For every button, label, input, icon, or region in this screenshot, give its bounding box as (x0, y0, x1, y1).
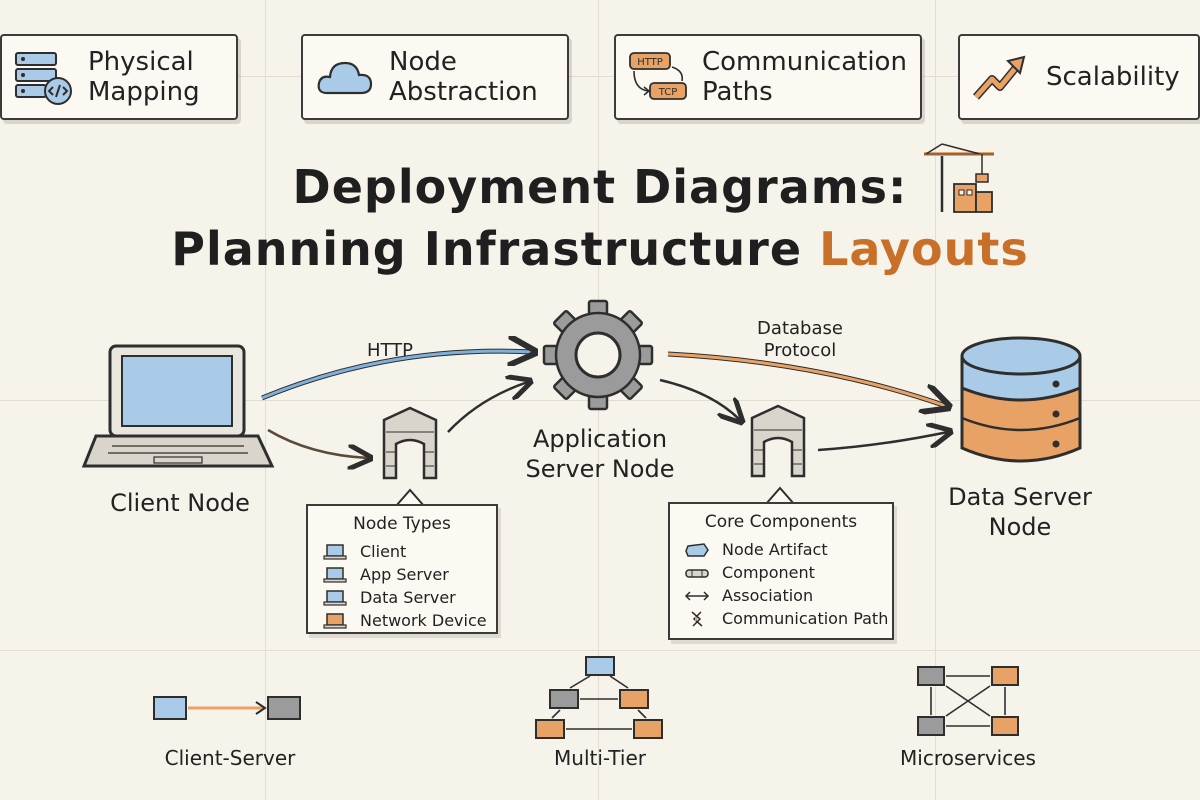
legend-label: Client (360, 542, 407, 561)
data-server-label-line2: Node (988, 513, 1052, 541)
association-icon (684, 590, 710, 601)
app-server-label-line2: Server Node (525, 455, 675, 483)
laptop-mini-icon (323, 612, 347, 629)
data-server-label-line1: Data Server (948, 483, 1092, 511)
guide-line-top (0, 76, 1200, 77)
tile-communication-paths: HTTP TCP Communication Paths (614, 34, 922, 120)
laptop-icon (81, 344, 275, 468)
http-tcp-icon: HTTP TCP (629, 52, 687, 100)
edge-firewall-db (817, 432, 948, 452)
title-line1-text: Deployment Diagrams: (292, 160, 908, 214)
pattern-multi-tier-diagram (535, 656, 663, 739)
pattern-label-client-server: Client-Server (164, 746, 296, 770)
core-components-legend: Core Components Node Artifact Component … (668, 502, 894, 640)
legend-label: Data Server (360, 588, 456, 607)
legend-row-association: Association (670, 584, 892, 607)
client-node-label: Client Node (110, 489, 250, 517)
edge-firewall-app (447, 382, 528, 433)
edge-label-http: HTTP (366, 340, 414, 361)
firewall-icon-right (750, 404, 806, 478)
core-components-title: Core Components (704, 512, 858, 532)
server-code-icon (15, 52, 72, 105)
legend-row-client: Client (308, 540, 496, 563)
tile-label-line2: Mapping (88, 77, 200, 107)
tile-label-line1: Node (389, 47, 457, 77)
legend-label: Node Artifact (722, 540, 828, 559)
laptop-mini-icon (323, 543, 347, 560)
page-title-line2: Planning Infrastructure Layouts (0, 222, 1200, 276)
legend-label: App Server (360, 565, 449, 584)
node-types-title: Node Types (353, 514, 451, 534)
legend-label: Communication Path (722, 609, 889, 628)
edge-label-line2: Protocol (763, 340, 837, 361)
component-icon (685, 568, 709, 578)
legend-label: Association (722, 586, 814, 605)
edge-label-line1: Database (757, 318, 843, 339)
edge-app-firewall (659, 378, 740, 420)
legend-row-component: Component (670, 561, 892, 584)
legend-row-data-server: Data Server (308, 586, 496, 609)
gear-icon (542, 299, 654, 411)
tile-label-line1: Physical (88, 47, 194, 77)
legend-label: Component (722, 563, 815, 582)
pattern-microservices-diagram (917, 666, 1019, 736)
guide-line-bottom (0, 650, 1200, 651)
node-types-legend: Node Types Client App Server Data Server… (306, 504, 498, 634)
pattern-client-server-diagram (153, 696, 301, 720)
tile-label-line2: Paths (702, 77, 773, 107)
node-artifact-icon (685, 542, 709, 557)
legend-row-communication-path: Communication Path (670, 607, 892, 630)
edge-client-firewall (267, 428, 368, 458)
pattern-label-multi-tier: Multi-Tier (554, 746, 646, 770)
tile-label-line1: Scalability (1046, 62, 1180, 92)
app-server-node-label: Application Server Node (505, 424, 695, 484)
legend-row-app-server: App Server (308, 563, 496, 586)
growth-arrow-icon (973, 55, 1026, 100)
tile-node-abstraction: Node Abstraction (301, 34, 569, 120)
title-accent-text: Layouts (819, 222, 1029, 276)
tile-scalability: Scalability (958, 34, 1200, 120)
legend-label: Network Device (360, 611, 487, 630)
tile-label-line2: Abstraction (389, 77, 538, 107)
crane-construction-icon (924, 143, 994, 213)
data-server-node-label: Data Server Node (930, 482, 1110, 542)
tcp-icon-text: TCP (658, 87, 678, 98)
tile-label-line1: Communication (702, 47, 907, 77)
page-title-line1: Deployment Diagrams: (0, 160, 1200, 214)
cloud-icon (317, 61, 373, 95)
legend-row-network-device: Network Device (308, 609, 496, 632)
app-server-label-line1: Application (532, 425, 668, 453)
database-icon (960, 336, 1082, 463)
edge-label-database-protocol: Database Protocol (735, 318, 865, 362)
tile-physical-mapping: Physical Mapping (0, 34, 238, 120)
communication-path-icon (691, 610, 703, 627)
guide-line-vertical-1 (265, 0, 266, 800)
firewall-icon-left (382, 406, 438, 480)
title-line2-text: Planning Infrastructure (171, 222, 820, 276)
laptop-mini-icon (323, 589, 347, 606)
laptop-mini-icon (323, 566, 347, 583)
http-icon-text: HTTP (637, 57, 663, 68)
legend-row-node-artifact: Node Artifact (670, 538, 892, 561)
pattern-label-microservices: Microservices (900, 746, 1036, 770)
